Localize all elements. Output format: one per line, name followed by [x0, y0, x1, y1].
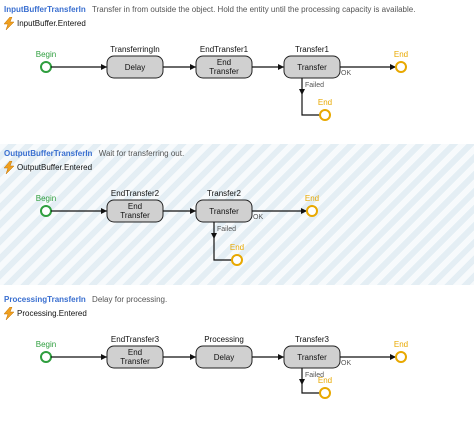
arrow-head — [190, 354, 196, 360]
process-output-buffer-transfer-in: OutputBufferTransferIn Wait for transfer… — [0, 144, 474, 285]
step-header: EndTransfer2 — [111, 189, 160, 198]
arrow-head — [190, 208, 196, 214]
step-header: TransferringIn — [110, 45, 160, 54]
step-header: Transfer3 — [295, 335, 329, 344]
begin-node — [40, 205, 52, 217]
process-input-buffer-transfer-in: InputBufferTransferIn Transfer in from o… — [0, 0, 474, 140]
lightning-icon — [4, 16, 14, 30]
end-node — [395, 61, 407, 73]
begin-node — [40, 61, 52, 73]
begin-node — [40, 351, 52, 363]
ok-branch-label: OK — [253, 214, 263, 221]
failed-branch-label: Failed — [305, 82, 324, 89]
process-header: OutputBufferTransferIn Wait for transfer… — [4, 149, 184, 158]
step-label: Delay — [214, 353, 234, 362]
triggering-event[interactable]: InputBuffer.Entered — [4, 16, 86, 30]
process-flow-diagram: BeginEndTransfer2EndTransferTransfer2Tra… — [36, 189, 319, 266]
failed-branch-label: Failed — [217, 226, 236, 233]
process-header: ProcessingTransferIn Delay for processin… — [4, 295, 167, 304]
begin-label: Begin — [36, 340, 56, 349]
step-header: Transfer2 — [207, 189, 241, 198]
lightning-icon — [4, 160, 14, 174]
step-header: Transfer1 — [295, 45, 329, 54]
step-header: EndTransfer3 — [111, 335, 160, 344]
lightning-icon — [4, 306, 14, 320]
end-label: End — [394, 340, 408, 349]
arrow-head — [101, 64, 107, 70]
step-label: Delay — [125, 63, 145, 72]
process-description: Transfer in from outside the object. Hol… — [92, 5, 416, 14]
failed-branch-label: Failed — [305, 372, 324, 379]
step-label: Transfer — [297, 63, 327, 72]
arrow-head — [211, 233, 217, 239]
arrow-head — [101, 208, 107, 214]
process-flow-diagram: BeginTransferringInDelayEndTransfer1EndT… — [36, 45, 408, 121]
arrow-head — [278, 64, 284, 70]
process-name[interactable]: OutputBufferTransferIn — [4, 149, 93, 158]
arrow-head — [190, 64, 196, 70]
process-processing-transfer-in: ProcessingTransferIn Delay for processin… — [0, 290, 474, 428]
step-label: Transfer — [209, 207, 239, 216]
process-description: Delay for processing. — [92, 295, 168, 304]
failed-end-node — [231, 254, 243, 266]
process-description: Wait for transferring out. — [98, 149, 185, 158]
ok-branch-label: OK — [341, 70, 351, 77]
failed-end-label: End — [318, 376, 332, 385]
step-label: End — [128, 202, 142, 211]
process-header: InputBufferTransferIn Transfer in from o… — [4, 5, 415, 14]
step-label: Transfer — [209, 67, 239, 76]
step-label: Transfer — [297, 353, 327, 362]
arrow-head — [278, 354, 284, 360]
end-node — [395, 351, 407, 363]
arrow-head — [390, 64, 396, 70]
trigger-label: Processing.Entered — [17, 308, 87, 318]
end-label: End — [394, 50, 408, 59]
failed-end-node — [319, 387, 331, 399]
triggering-event[interactable]: OutputBuffer.Entered — [4, 160, 92, 174]
triggering-event[interactable]: Processing.Entered — [4, 306, 87, 320]
step-label: End — [217, 58, 231, 67]
process-flow-diagram: BeginEndTransfer3EndTransferProcessingDe… — [36, 335, 408, 399]
arrow-head — [299, 379, 305, 385]
begin-label: Begin — [36, 50, 56, 59]
failed-end-node — [319, 109, 331, 121]
end-label: End — [305, 194, 319, 203]
step-label: End — [128, 348, 142, 357]
arrow-head — [301, 208, 307, 214]
trigger-label: OutputBuffer.Entered — [17, 162, 93, 172]
step-label: Transfer — [120, 357, 150, 366]
failed-end-label: End — [230, 243, 244, 252]
failed-end-label: End — [318, 98, 332, 107]
step-header: Processing — [204, 335, 244, 344]
step-header: EndTransfer1 — [200, 45, 249, 54]
trigger-label: InputBuffer.Entered — [17, 18, 86, 28]
process-name[interactable]: ProcessingTransferIn — [4, 295, 86, 304]
end-node — [306, 205, 318, 217]
failed-connector — [301, 368, 320, 394]
arrow-head — [390, 354, 396, 360]
ok-branch-label: OK — [341, 360, 351, 367]
process-name[interactable]: InputBufferTransferIn — [4, 5, 86, 14]
step-label: Transfer — [120, 211, 150, 220]
begin-label: Begin — [36, 194, 56, 203]
arrow-head — [101, 354, 107, 360]
arrow-head — [299, 89, 305, 95]
